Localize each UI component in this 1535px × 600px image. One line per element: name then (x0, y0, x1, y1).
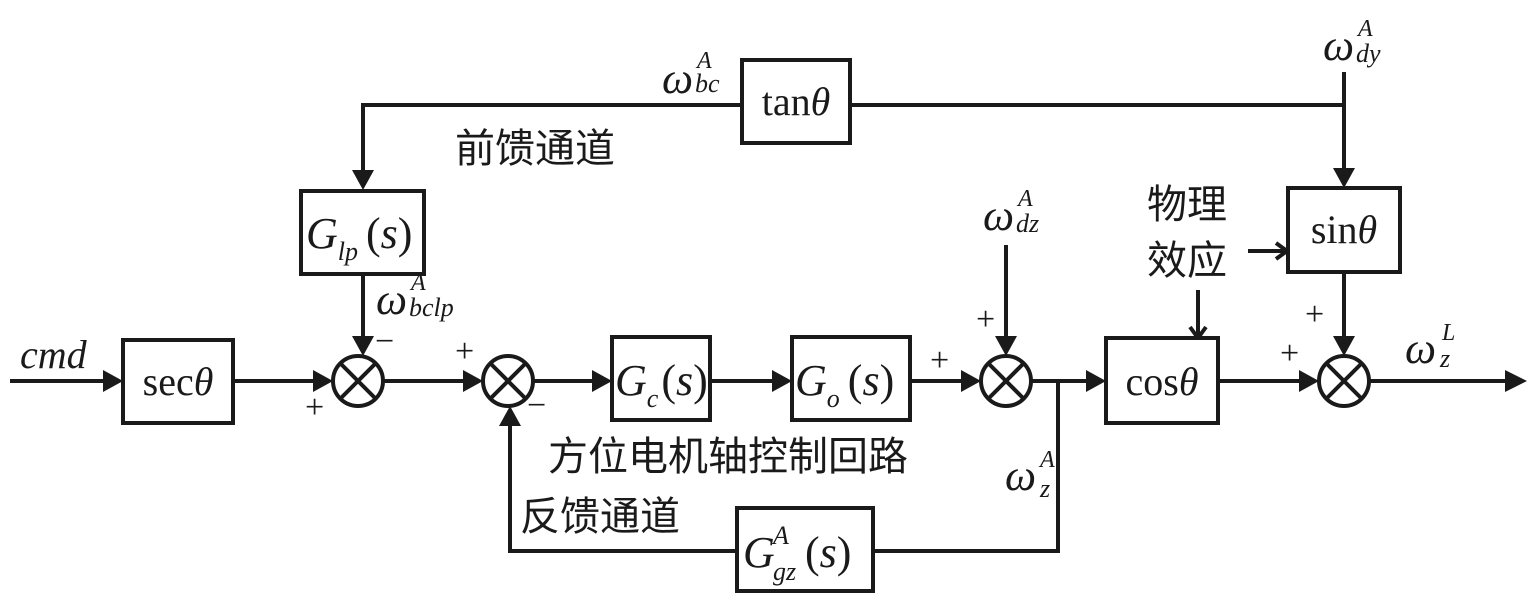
summing-junction-1 (331, 354, 385, 408)
svg-text:A: A (1356, 16, 1373, 42)
summing-junction-3 (979, 354, 1033, 408)
summing-junction-4 (1317, 354, 1371, 408)
svg-text:L: L (1441, 320, 1455, 346)
signal-w-dz: ω A dz (983, 186, 1039, 240)
block-cos: cosθ (1104, 336, 1220, 425)
output-label-w-z-l: ω L z (1405, 320, 1455, 373)
annotation-physical-effect-2: 效应 (1147, 238, 1227, 284)
arrowhead (772, 370, 792, 392)
sign-sum1-top: − (375, 323, 394, 360)
arrowhead (352, 336, 374, 356)
block-go: Go(s) (790, 335, 912, 422)
block-glp: Glp(s) (299, 189, 426, 276)
block-sec: secθ (121, 338, 235, 425)
arrowhead (1333, 168, 1355, 188)
arrowhead (352, 170, 374, 190)
svg-text:ω: ω (662, 54, 693, 103)
svg-text:sinθ: sinθ (1311, 207, 1377, 252)
arrowhead (103, 370, 123, 392)
svg-text:tanθ: tanθ (762, 79, 831, 124)
annotation-feedforward: 前馈通道 (455, 126, 615, 172)
svg-text:Go(s): Go(s) (795, 356, 894, 413)
arrowhead (1333, 336, 1355, 356)
svg-text:A: A (409, 270, 426, 296)
svg-text:G: G (743, 528, 775, 577)
annotation-physical-effect-1: 物理 (1147, 182, 1227, 228)
svg-text:ω: ω (983, 191, 1014, 240)
block-gc: Gc(s) (610, 335, 712, 422)
block-tan: tanθ (740, 58, 852, 145)
wire-feedback-right (873, 381, 1060, 553)
signal-w-z-a: ω A z (1005, 447, 1055, 503)
arrowhead (1299, 370, 1319, 392)
signal-w-bclp: ω A bclp (376, 270, 454, 324)
arrowhead (313, 370, 333, 392)
sign-sum4-left: + (1280, 335, 1299, 372)
svg-text:cosθ: cosθ (1126, 359, 1199, 404)
annotation-feedback: 反馈通道 (520, 494, 680, 540)
svg-text:(s): (s) (805, 528, 851, 577)
sign-sum3-left: + (930, 342, 949, 379)
arrowhead (995, 336, 1017, 356)
arrowhead (592, 370, 612, 392)
svg-text:A: A (695, 48, 712, 74)
svg-text:z: z (1439, 344, 1450, 373)
svg-text:z: z (1039, 474, 1050, 503)
svg-text:ω: ω (1323, 21, 1354, 70)
block-sin: sinθ (1286, 186, 1402, 274)
svg-text:A: A (1016, 186, 1033, 212)
sign-sum4-top: + (1305, 296, 1324, 333)
svg-text:gz: gz (773, 557, 796, 586)
sign-sum2-left: + (455, 333, 474, 370)
signal-w-bc: ω A bc (662, 48, 720, 103)
annotation-loop-name: 方位电机轴控制回路 (548, 434, 908, 480)
arrowhead (961, 370, 981, 392)
wire-top-left (361, 103, 742, 173)
input-label-cmd: cmd (20, 332, 88, 377)
arrowhead (1505, 370, 1527, 392)
svg-text:Glp(s): Glp(s) (306, 209, 412, 266)
arrowhead (463, 370, 483, 392)
svg-text:ω: ω (1005, 451, 1036, 500)
svg-text:ω: ω (376, 275, 407, 324)
wire-feedback-left (508, 423, 737, 553)
svg-text:secθ: secθ (143, 359, 214, 404)
sign-sum2-bottom: − (527, 387, 546, 424)
sign-sum3-top: + (976, 301, 995, 338)
svg-text:Gc(s): Gc(s) (615, 356, 708, 413)
signal-w-dy: ω A dy (1323, 16, 1381, 70)
svg-text:bclp: bclp (409, 293, 454, 322)
svg-text:A: A (771, 521, 789, 550)
block-ggz: G A gz (s) (735, 506, 875, 593)
arrowhead (499, 406, 521, 426)
svg-text:ω: ω (1405, 324, 1436, 373)
svg-text:bc: bc (695, 69, 720, 98)
sign-sum1-left: + (305, 389, 324, 426)
summing-junction-2 (481, 354, 535, 408)
svg-text:dz: dz (1016, 209, 1039, 238)
svg-text:A: A (1038, 447, 1055, 473)
svg-text:dy: dy (1356, 39, 1381, 68)
arrowhead (1086, 370, 1106, 392)
